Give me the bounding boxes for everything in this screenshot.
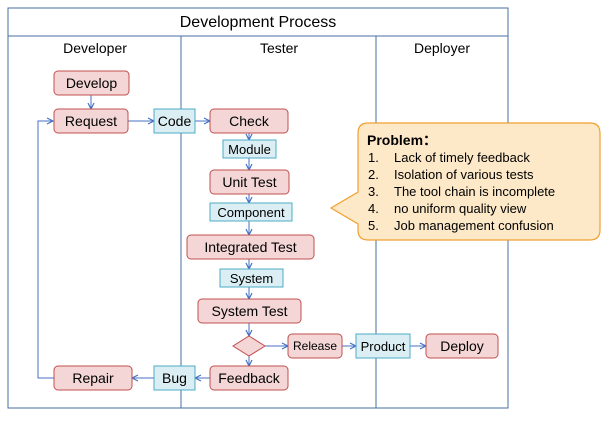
node-feedback: Feedback [209, 365, 289, 391]
problem-list: 1. Lack of timely feedback 2. Isolation … [368, 150, 555, 233]
node-integrated-test-label: Integrated Test [204, 239, 296, 255]
problem-item-2-text: Isolation of various tests [394, 167, 534, 182]
node-check: Check [209, 108, 289, 134]
problem-callout: Problem： 1. Lack of timely feedback 2. I… [329, 122, 601, 241]
node-unit-test-label: Unit Test [222, 174, 276, 190]
artifact-bug-label: Bug [162, 370, 187, 386]
decision-diamond [232, 335, 266, 357]
artifact-code: Code [153, 108, 196, 134]
connectors [37, 95, 426, 379]
problem-item-4-text: no uniform quality view [394, 201, 527, 216]
node-system-test-label: System Test [212, 303, 288, 319]
problem-item-3-text: The tool chain is incomplete [394, 184, 555, 199]
artifact-code-label: Code [158, 113, 192, 129]
problem-item-5-num: 5. [368, 218, 379, 233]
problem-item-1-num: 1. [368, 150, 379, 165]
problem-item-5-text: Job management confusion [394, 218, 554, 233]
node-repair-label: Repair [72, 370, 114, 386]
node-request: Request [53, 108, 129, 134]
artifact-component-label: Component [217, 205, 285, 220]
artifact-bug: Bug [153, 365, 196, 391]
artifact-system: System [219, 268, 284, 288]
node-release-label: Release [293, 339, 337, 353]
node-integrated-test: Integrated Test [186, 234, 315, 260]
arrow-repair-request [37, 121, 54, 379]
problem-item-2-num: 2. [368, 167, 379, 182]
node-deploy-label: Deploy [440, 338, 484, 354]
node-deploy: Deploy [425, 333, 499, 359]
node-develop: Develop [53, 70, 130, 96]
artifact-module: Module [222, 139, 277, 159]
node-request-label: Request [65, 113, 117, 129]
callout-heading: Problem： [367, 132, 437, 148]
node-check-label: Check [229, 113, 270, 129]
diagram-title: Development Process [180, 14, 337, 31]
node-release: Release [287, 333, 343, 359]
artifact-product: Product [355, 333, 411, 359]
node-feedback-label: Feedback [218, 370, 280, 386]
lane-developer-label: Developer [63, 40, 127, 56]
node-develop-label: Develop [66, 75, 118, 91]
artifact-system-label: System [230, 271, 273, 286]
artifact-module-label: Module [228, 142, 271, 157]
problem-item-1-text: Lack of timely feedback [394, 150, 530, 165]
artifact-component: Component [209, 202, 293, 222]
lane-tester-label: Tester [260, 40, 298, 56]
node-unit-test: Unit Test [209, 169, 290, 195]
node-system-test: System Test [197, 298, 302, 324]
artifact-product-label: Product [361, 339, 406, 354]
lane-deployer-label: Deployer [414, 40, 470, 56]
node-repair: Repair [53, 365, 133, 391]
problem-item-4-num: 4. [368, 201, 379, 216]
problem-item-3-num: 3. [368, 184, 379, 199]
